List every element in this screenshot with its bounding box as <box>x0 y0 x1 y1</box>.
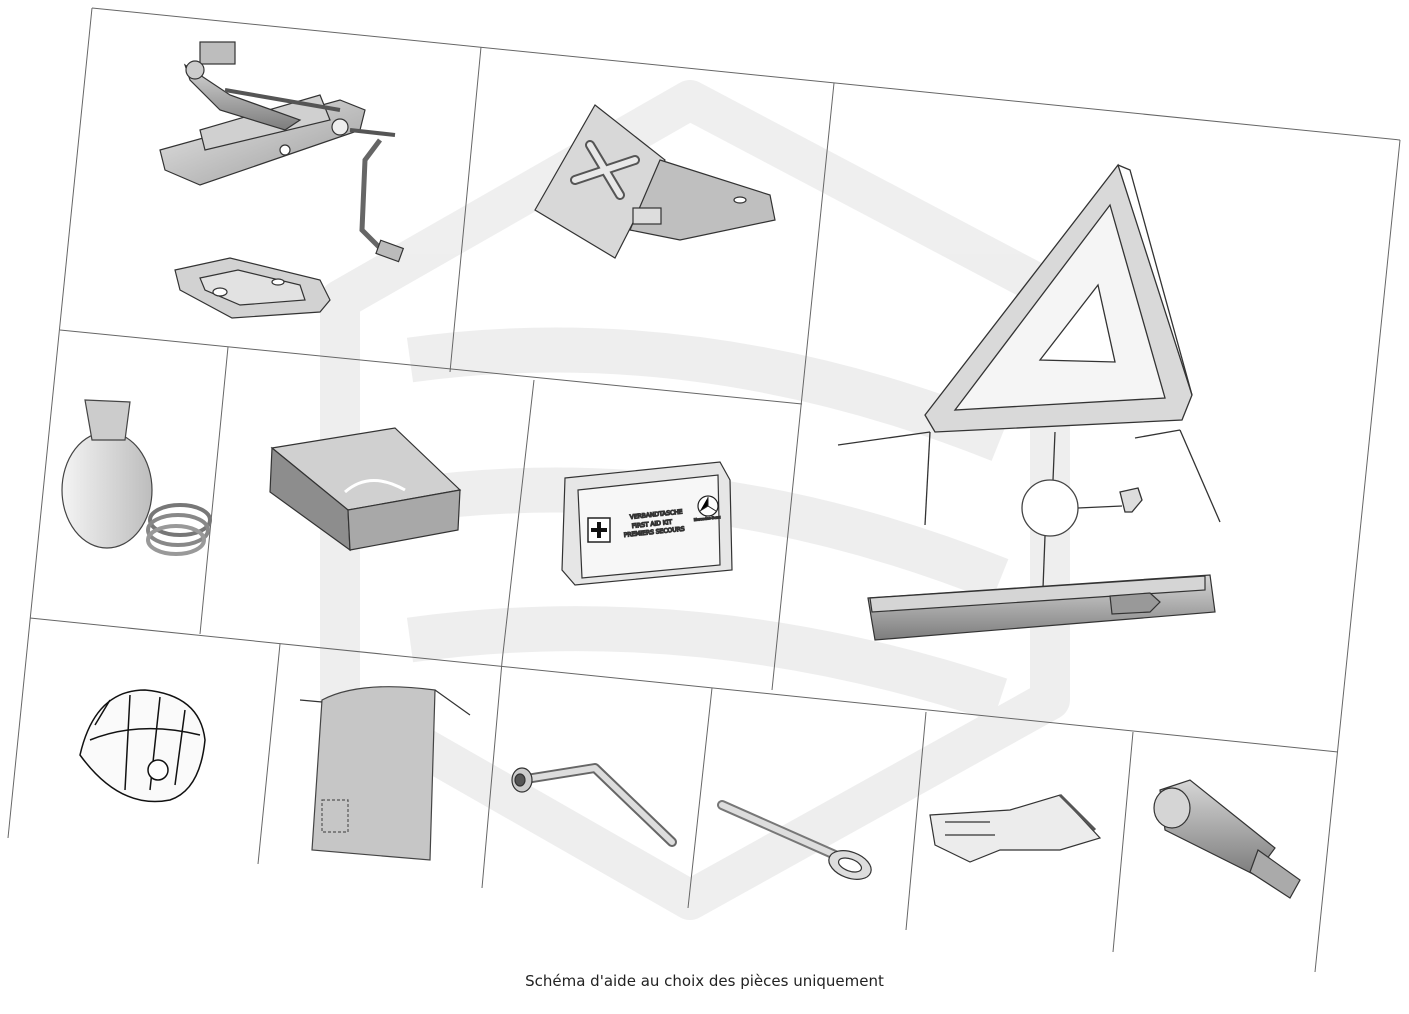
grid-lines <box>7 7 1401 973</box>
diagram-caption: Schéma d'aide au choix des pièces unique… <box>525 972 884 990</box>
tool-bag-icon <box>299 686 471 861</box>
wheel-wrench-icon <box>511 763 677 847</box>
gloves-icon <box>929 793 1102 863</box>
sealant-bottle-icon <box>79 689 206 803</box>
tyre-compressor-icon <box>61 399 212 556</box>
storage-box-icon <box>269 427 462 552</box>
first-aid-kit-brand: Mercedes-Benz <box>694 515 721 522</box>
warning-triangle-icon <box>837 163 1221 589</box>
triangle-case-icon <box>867 574 1216 641</box>
car-jack-icon <box>159 41 405 263</box>
wheel-chock-icon <box>534 104 776 259</box>
towing-eye-icon <box>717 800 872 880</box>
first-aid-kit-icon: VERBANDTASCHE FIRST AID KIT PREMIERS SEC… <box>561 461 733 586</box>
bolt-adapter-icon <box>1153 779 1301 899</box>
jack-plate-icon <box>174 257 331 319</box>
